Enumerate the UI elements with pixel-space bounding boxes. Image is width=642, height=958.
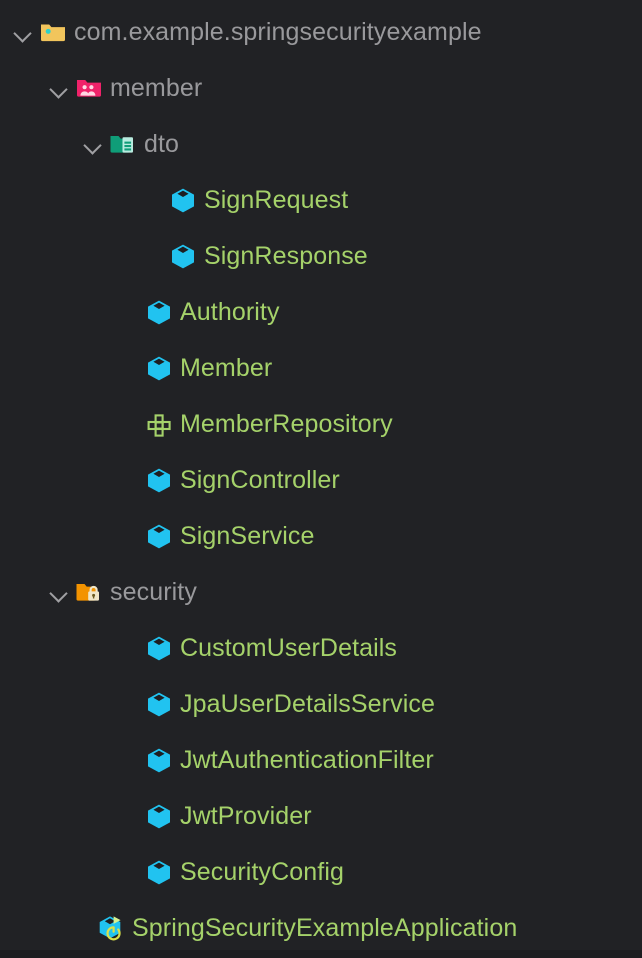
tree-row-class-member[interactable]: Member	[0, 340, 642, 396]
tree-row-class-authority[interactable]: Authority	[0, 284, 642, 340]
tree-row-folder-member[interactable]: member	[0, 60, 642, 116]
tree-row-class-jpauserdetailsservice[interactable]: JpaUserDetailsService	[0, 676, 642, 732]
tree-indent-spacer	[114, 297, 144, 327]
java-class-icon	[168, 241, 198, 271]
tree-item-label: SecurityConfig	[180, 858, 344, 886]
tree-row-package-root[interactable]: com.example.springsecurityexample	[0, 4, 642, 60]
tree-indent-spacer	[66, 913, 96, 943]
tree-item-label: Authority	[180, 298, 280, 326]
dto-folder-icon	[108, 129, 138, 159]
java-class-icon	[144, 745, 174, 775]
tree-indent-spacer	[114, 745, 144, 775]
tree-indent-spacer	[114, 409, 144, 439]
package-folder-icon	[38, 17, 68, 47]
java-class-icon	[144, 353, 174, 383]
tree-indent-spacer	[138, 185, 168, 215]
chevron-down-icon[interactable]	[44, 577, 74, 607]
tree-row-class-securityconfig[interactable]: SecurityConfig	[0, 844, 642, 900]
tree-indent-spacer	[114, 633, 144, 663]
tree-indent-spacer	[114, 353, 144, 383]
chevron-down-icon[interactable]	[78, 129, 108, 159]
tree-row-class-jwtprovider[interactable]: JwtProvider	[0, 788, 642, 844]
tree-item-label: JwtProvider	[180, 802, 312, 830]
tree-item-label: com.example.springsecurityexample	[74, 18, 482, 46]
tree-row-class-signservice[interactable]: SignService	[0, 508, 642, 564]
tree-indent-spacer	[114, 521, 144, 551]
tree-item-label: SignRequest	[204, 186, 349, 214]
spring-boot-run-class-icon	[96, 913, 126, 943]
java-interface-icon	[144, 409, 174, 439]
java-class-icon	[144, 465, 174, 495]
security-folder-icon	[74, 577, 104, 607]
tree-item-label: SignService	[180, 522, 315, 550]
java-class-icon	[144, 297, 174, 327]
tree-indent-spacer	[114, 689, 144, 719]
java-class-icon	[144, 633, 174, 663]
tree-row-class-customuserdetails[interactable]: CustomUserDetails	[0, 620, 642, 676]
tree-row-class-springsecurityexampleapplication[interactable]: SpringSecurityExampleApplication	[0, 900, 642, 956]
tree-item-label: SignResponse	[204, 242, 368, 270]
java-class-icon	[168, 185, 198, 215]
chevron-down-icon[interactable]	[44, 73, 74, 103]
tree-row-folder-dto[interactable]: dto	[0, 116, 642, 172]
tree-item-label: security	[110, 578, 197, 606]
tree-item-label: Member	[180, 354, 273, 382]
java-class-icon	[144, 689, 174, 719]
tree-item-label: SignController	[180, 466, 340, 494]
tree-item-label: JwtAuthenticationFilter	[180, 746, 434, 774]
tree-indent-spacer	[114, 465, 144, 495]
tree-item-label: SpringSecurityExampleApplication	[132, 914, 518, 942]
java-class-icon	[144, 521, 174, 551]
tree-item-label: CustomUserDetails	[180, 634, 398, 662]
tree-item-label: MemberRepository	[180, 410, 393, 438]
java-class-icon	[144, 857, 174, 887]
tree-indent-spacer	[114, 801, 144, 831]
tree-row-interface-memberrepository[interactable]: MemberRepository	[0, 396, 642, 452]
tree-row-class-signresponse[interactable]: SignResponse	[0, 228, 642, 284]
java-class-icon	[144, 801, 174, 831]
tree-item-label: JpaUserDetailsService	[180, 690, 435, 718]
member-folder-icon	[74, 73, 104, 103]
tree-row-folder-security[interactable]: security	[0, 564, 642, 620]
tree-item-label: dto	[144, 130, 180, 158]
chevron-down-icon[interactable]	[8, 17, 38, 47]
tree-row-class-signrequest[interactable]: SignRequest	[0, 172, 642, 228]
panel-bottom-edge	[0, 950, 642, 958]
tree-indent-spacer	[114, 857, 144, 887]
tree-indent-spacer	[138, 241, 168, 271]
tree-row-class-signcontroller[interactable]: SignController	[0, 452, 642, 508]
tree-item-label: member	[110, 74, 203, 102]
tree-row-class-jwtauthenticationfilter[interactable]: JwtAuthenticationFilter	[0, 732, 642, 788]
